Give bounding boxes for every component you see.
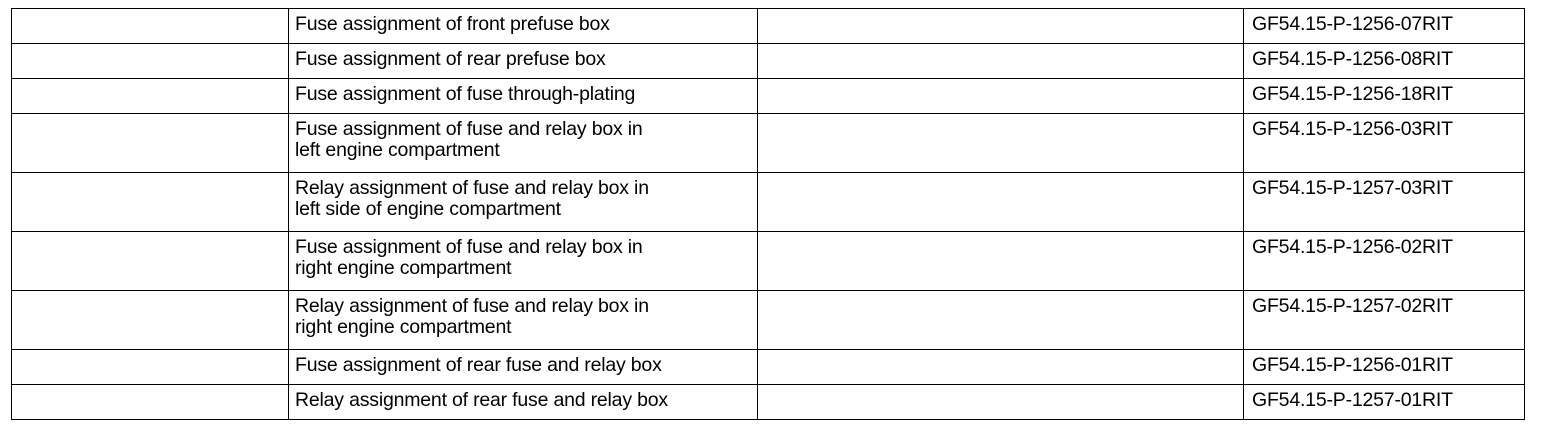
table-row: Fuse assignment of fuse through-plating G… [11, 78, 1525, 114]
cell-blank-text [758, 79, 1243, 88]
cell-document-number-text: GF54.15-P-1256-03RIT [1252, 118, 1453, 140]
cell-tag-text [12, 79, 288, 88]
cell-blank [757, 384, 1244, 420]
cell-blank-text [758, 114, 1243, 123]
table-row: Relay assignment of fuse and relay box i… [11, 172, 1525, 232]
cell-description: Fuse assignment of fuse and relay box in… [288, 231, 758, 291]
cell-blank-text [758, 291, 1243, 300]
cell-tag-text [12, 9, 288, 18]
cell-blank [757, 172, 1244, 232]
cell-blank [757, 113, 1244, 173]
cell-blank-text [758, 9, 1243, 18]
cell-description: Relay assignment of rear fuse and relay … [288, 384, 758, 420]
cell-blank-text [758, 350, 1243, 359]
cell-blank [757, 349, 1244, 385]
cell-document-number: GF54.15-P-1257-01RIT [1243, 384, 1525, 420]
table-row: Fuse assignment of rear fuse and relay b… [11, 349, 1525, 385]
cell-tag [11, 231, 289, 291]
cell-description-text: Fuse assignment of fuse and relay box in… [295, 236, 643, 279]
table-row: Relay assignment of rear fuse and relay … [11, 384, 1525, 420]
table-row: Fuse assignment of fuse and relay box in… [11, 231, 1525, 291]
cell-blank [757, 43, 1244, 79]
cell-description-text: Relay assignment of fuse and relay box i… [295, 295, 649, 338]
cell-document-number-text: GF54.15-P-1256-01RIT [1252, 354, 1453, 376]
cell-blank-text [758, 173, 1243, 182]
cell-tag-text [12, 232, 288, 241]
cell-blank [757, 78, 1244, 114]
cell-document-number: GF54.15-P-1256-07RIT [1243, 8, 1525, 44]
cell-tag-text [12, 350, 288, 359]
cell-blank [757, 290, 1244, 350]
cell-tag [11, 8, 289, 44]
cell-tag [11, 43, 289, 79]
cell-document-number-text: GF54.15-P-1256-02RIT [1252, 236, 1453, 258]
cell-description-text: Fuse assignment of fuse and relay box in… [295, 118, 643, 161]
table-row: Fuse assignment of rear prefuse box GF54.… [11, 43, 1525, 79]
cell-document-number-text: GF54.15-P-1256-08RIT [1252, 48, 1453, 70]
cell-description-text: Fuse assignment of rear prefuse box [295, 48, 606, 70]
cell-tag [11, 113, 289, 173]
cell-document-number-text: GF54.15-P-1256-07RIT [1252, 13, 1453, 35]
cell-blank [757, 231, 1244, 291]
cell-blank [757, 8, 1244, 44]
cell-blank-text [758, 44, 1243, 53]
cell-description: Relay assignment of fuse and relay box i… [288, 290, 758, 350]
cell-description: Fuse assignment of fuse through-plating [288, 78, 758, 114]
cell-document-number: GF54.15-P-1256-18RIT [1243, 78, 1525, 114]
cell-blank-text [758, 385, 1243, 394]
cell-tag [11, 384, 289, 420]
cell-description: Relay assignment of fuse and relay box i… [288, 172, 758, 232]
cell-tag [11, 78, 289, 114]
cell-document-number: GF54.15-P-1257-02RIT [1243, 290, 1525, 350]
cell-tag-text [12, 291, 288, 300]
cell-document-number: GF54.15-P-1256-08RIT [1243, 43, 1525, 79]
cell-tag [11, 349, 289, 385]
cell-description-text: Fuse assignment of rear fuse and relay b… [295, 354, 662, 376]
cell-document-number: GF54.15-P-1256-03RIT [1243, 113, 1525, 173]
cell-tag-text [12, 44, 288, 53]
table-row: Fuse assignment of fuse and relay box in… [11, 113, 1525, 173]
cell-document-number: GF54.15-P-1257-03RIT [1243, 172, 1525, 232]
cell-description: Fuse assignment of front prefuse box [288, 8, 758, 44]
cell-tag [11, 172, 289, 232]
cell-description: Fuse assignment of fuse and relay box in… [288, 113, 758, 173]
cell-tag-text [12, 114, 288, 123]
cell-blank-text [758, 232, 1243, 241]
cell-tag [11, 290, 289, 350]
cell-description-text: Fuse assignment of fuse through-plating [295, 83, 636, 105]
table-row: Fuse assignment of front prefuse box GF54… [11, 8, 1525, 44]
cell-tag-text [12, 385, 288, 394]
cell-description: Fuse assignment of rear prefuse box [288, 43, 758, 79]
cell-description-text: Relay assignment of fuse and relay box i… [295, 177, 649, 220]
cell-description-text: Fuse assignment of front prefuse box [295, 13, 610, 35]
cell-tag-text [12, 173, 288, 182]
cell-document-number: GF54.15-P-1256-02RIT [1243, 231, 1525, 291]
cell-document-number: GF54.15-P-1256-01RIT [1243, 349, 1525, 385]
cell-document-number-text: GF54.15-P-1257-03RIT [1252, 177, 1453, 199]
cell-document-number-text: GF54.15-P-1257-02RIT [1252, 295, 1453, 317]
cell-description-text: Relay assignment of rear fuse and relay … [295, 389, 668, 411]
cell-document-number-text: GF54.15-P-1257-01RIT [1252, 389, 1453, 411]
cell-document-number-text: GF54.15-P-1256-18RIT [1252, 83, 1453, 105]
table-row: Relay assignment of fuse and relay box i… [11, 290, 1525, 350]
cell-description: Fuse assignment of rear fuse and relay b… [288, 349, 758, 385]
